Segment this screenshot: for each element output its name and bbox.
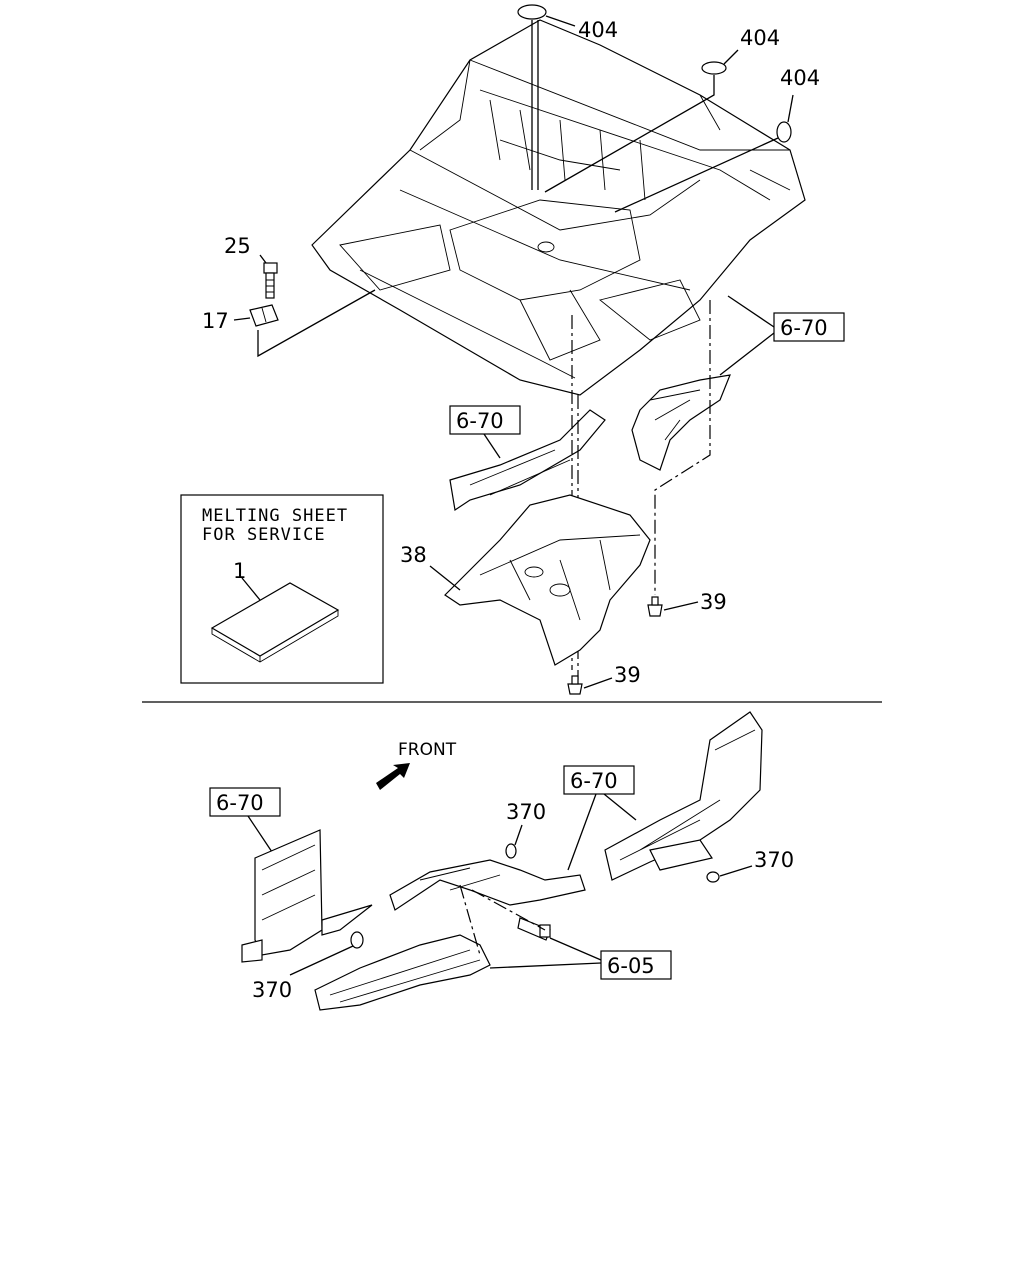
bolt-25: 25 — [224, 234, 278, 299]
leader-404-c — [614, 137, 779, 213]
callout-39-b: 39 — [614, 663, 641, 687]
ref-box-6-70-top-right: 6-70 — [719, 295, 845, 376]
side-member-right — [631, 374, 731, 471]
side-member-left — [449, 409, 606, 512]
plug-370-left: 370 — [252, 945, 354, 1002]
ref-box-6-70-left: 6-70 — [209, 787, 281, 853]
rear-floor-section-38: 38 — [400, 494, 651, 666]
callout-39-a: 39 — [700, 590, 727, 614]
bracket-17: 17 — [202, 304, 279, 333]
sill-panel — [314, 934, 491, 1011]
callout-404-c: 404 — [780, 66, 820, 90]
dash-leader-39-right — [654, 300, 711, 595]
ref-6-70-center: 6-70 — [570, 769, 618, 793]
callout-17: 17 — [202, 309, 229, 333]
callout-404-a: 404 — [578, 18, 618, 42]
leader-17 — [257, 289, 376, 358]
ref-box-6-05: 6-05 — [489, 937, 672, 980]
leader-404-b — [544, 75, 715, 193]
bolt-39-right: 39 — [647, 590, 727, 617]
ref-box-6-70-center: 6-70 — [563, 765, 637, 871]
melting-sheet-box: MELTING SHEET FOR SERVICE 1 — [180, 494, 384, 684]
bolt-center — [517, 917, 551, 941]
callout-370-b: 370 — [754, 848, 794, 872]
ref-box-6-70-mid: 6-70 — [449, 405, 521, 459]
side-panel-left — [241, 829, 373, 963]
side-panel-right: 370 — [604, 711, 794, 883]
callout-404-b: 404 — [740, 26, 780, 50]
ref-6-70-left: 6-70 — [216, 791, 264, 815]
service-box-line1: MELTING SHEET — [202, 506, 348, 526]
ref-6-70-mid: 6-70 — [456, 409, 504, 433]
front-indicator: FRONT — [376, 740, 457, 790]
front-arrow-icon — [376, 763, 410, 790]
front-label: FRONT — [398, 740, 457, 760]
ref-6-70-top-right: 6-70 — [780, 316, 828, 340]
callout-25: 25 — [224, 234, 251, 258]
center-panel: 370 — [389, 800, 586, 911]
bolt-39-bottom: 39 — [567, 663, 641, 695]
floor-panel-assembly — [311, 19, 806, 396]
callout-1: 1 — [233, 559, 246, 583]
dash-leader-6-05 — [459, 884, 481, 956]
plug-404-right: 404 — [776, 66, 820, 143]
callout-370-a: 370 — [506, 800, 546, 824]
dash-leader-bolt — [471, 889, 546, 931]
service-box-line2: FOR SERVICE — [202, 525, 326, 545]
ref-6-05: 6-05 — [607, 954, 655, 978]
plug-404-left: 404 — [517, 4, 618, 42]
callout-370-c: 370 — [252, 978, 292, 1002]
plug-404-middle: 404 — [701, 26, 780, 75]
callout-38: 38 — [400, 543, 427, 567]
